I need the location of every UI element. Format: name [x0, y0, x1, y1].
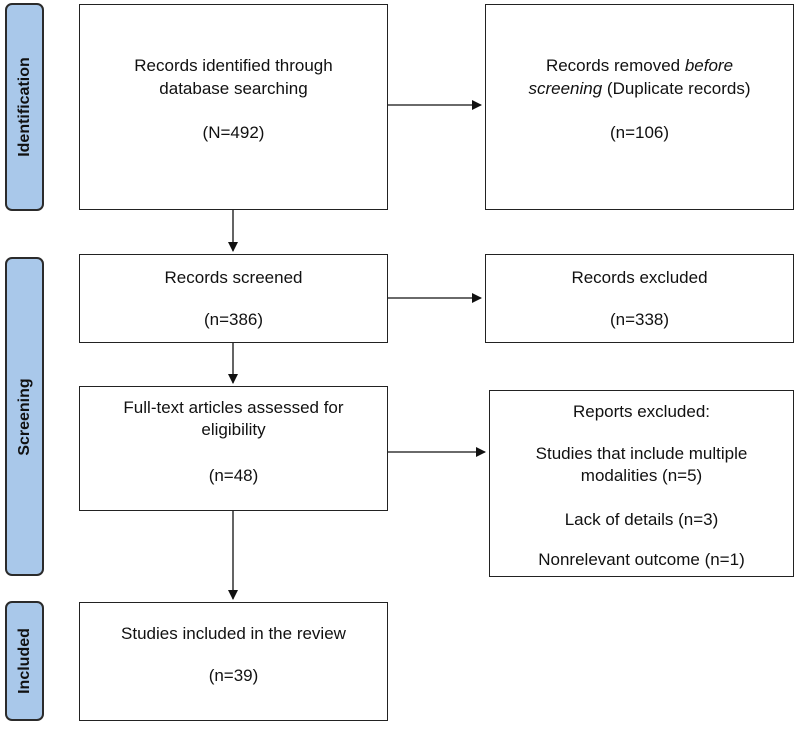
- records-removed-before-italic: before: [684, 56, 734, 75]
- records-removed-line2-text: (Duplicate records): [602, 79, 751, 98]
- records-identified-line1: Records identified through: [134, 56, 333, 75]
- records-removed-box: Records removed before screening (Duplic…: [485, 4, 794, 210]
- studies-included-box: Studies included in the review (n=39): [79, 602, 388, 721]
- phase-screening: Screening: [5, 257, 44, 576]
- records-screened-count: (n=386): [203, 310, 264, 329]
- records-removed-line1-text: Records removed: [545, 56, 685, 75]
- fulltext-assessed-box: Full-text articles assessed for eligibil…: [79, 386, 388, 511]
- records-removed-screening-italic: screening: [528, 79, 603, 98]
- reason-nonrelevant-outcome: Nonrelevant outcome (n=1): [538, 550, 745, 569]
- reports-excluded-box: Reports excluded: Studies that include m…: [489, 390, 794, 577]
- records-identified-box: Records identified through database sear…: [79, 4, 388, 210]
- records-excluded-label: Records excluded: [571, 268, 708, 287]
- records-identified-count: (N=492): [202, 123, 265, 142]
- records-identified-line2: database searching: [159, 79, 308, 98]
- studies-included-count: (n=39): [208, 666, 259, 685]
- records-removed-count: (n=106): [609, 123, 670, 142]
- records-removed-line2: screening (Duplicate records): [486, 78, 793, 100]
- reason-multiple-modalities-line1: Studies that include multiple: [535, 444, 748, 463]
- records-excluded-box: Records excluded (n=338): [485, 254, 794, 343]
- records-excluded-count: (n=338): [609, 310, 670, 329]
- phase-identification: Identification: [5, 3, 44, 211]
- fulltext-assessed-line1: Full-text articles assessed for: [123, 398, 344, 417]
- records-screened-label: Records screened: [164, 268, 303, 287]
- records-removed-line1: Records removed before: [486, 55, 793, 77]
- reason-multiple-modalities-line2: modalities (n=5): [580, 466, 703, 485]
- records-screened-box: Records screened (n=386): [79, 254, 388, 343]
- studies-included-label: Studies included in the review: [121, 624, 346, 643]
- reports-excluded-title: Reports excluded:: [572, 402, 711, 421]
- fulltext-assessed-count: (n=48): [208, 466, 259, 485]
- reason-lack-of-details: Lack of details (n=3): [564, 510, 719, 529]
- phase-included: Included: [5, 601, 44, 721]
- fulltext-assessed-line2: eligibility: [201, 420, 266, 439]
